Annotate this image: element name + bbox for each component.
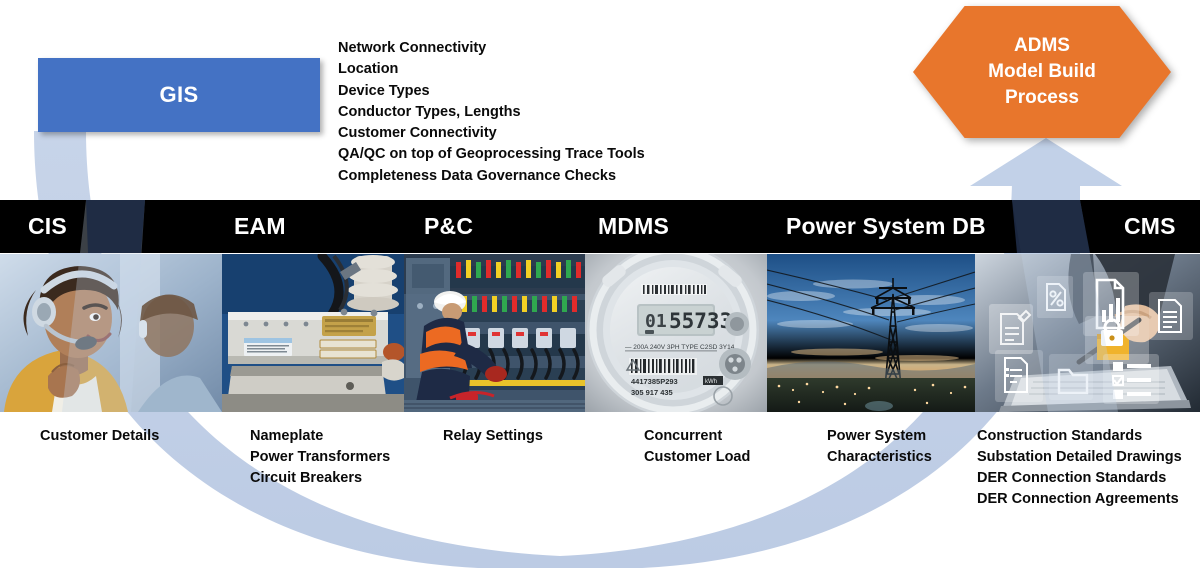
caption-cms: Construction Standards Substation Detail… <box>977 426 1182 510</box>
caption-line: Relay Settings <box>443 428 543 444</box>
gis-attribute-item: Customer Connectivity <box>338 125 497 142</box>
svg-text:01: 01 <box>645 311 667 332</box>
gis-attribute-item: Conductor Types, Lengths <box>338 103 521 120</box>
transformer-nameplate-photo <box>222 254 404 412</box>
meter-reading-value: 55733 <box>669 309 732 333</box>
gis-attribute-item: QA/QC on top of Geoprocessing Trace Tool… <box>338 146 645 163</box>
caption-cis: Customer Details <box>40 426 159 447</box>
gis-attribute-item: Network Connectivity <box>338 40 487 56</box>
caption-line: Power System <box>827 428 927 444</box>
system-header-pc: P&C <box>424 213 474 239</box>
caption-line: Substation Detailed Drawings <box>977 449 1182 465</box>
caption-mdms: Concurrent Customer Load <box>644 426 750 468</box>
hexagon-line-1: ADMS <box>1014 35 1070 56</box>
transmission-tower-dusk-photo <box>767 254 975 412</box>
system-image-powersystemdb <box>767 254 975 412</box>
system-image-mdms: 01 55733 — 200A 240V 3PH TYPE C2SD 3Y14 <box>585 254 767 412</box>
caption-eam: Nameplate Power Transformers Circuit Bre… <box>250 426 390 489</box>
gis-attribute-list: Network Connectivity Location Device Typ… <box>338 38 645 187</box>
caption-line: Construction Standards <box>977 428 1143 444</box>
svg-text:305 917 435: 305 917 435 <box>631 388 673 397</box>
system-header-cis: CIS <box>28 213 67 239</box>
caption-line: Circuit Breakers <box>250 470 363 486</box>
caption-line: DER Connection Standards <box>977 470 1167 486</box>
gis-attribute-item: Device Types <box>338 82 430 99</box>
caption-line: DER Connection Agreements <box>977 491 1179 507</box>
hexagon-shape <box>913 6 1171 138</box>
hexagon-line-3: Process <box>1005 87 1079 108</box>
caption-line: Customer Details <box>40 428 160 444</box>
smart-electric-meter-photo: 01 55733 — 200A 240V 3PH TYPE C2SD 3Y14 <box>585 254 767 412</box>
caption-line: Nameplate <box>250 428 324 444</box>
gis-attribute-item: Completeness Data Governance Checks <box>338 167 617 184</box>
system-header-cms: CMS <box>1124 213 1176 239</box>
hexagon-line-2: Model Build <box>988 61 1096 82</box>
gis-attribute-item: Location <box>338 61 399 78</box>
system-image-eam <box>222 254 404 412</box>
caption-pc: Relay Settings <box>443 426 543 447</box>
svg-text:kWh: kWh <box>705 379 717 385</box>
relay-panel-technician-photo <box>404 254 585 412</box>
caption-line: Customer Load <box>644 449 751 465</box>
system-header-powersystemdb: Power System DB <box>786 213 986 239</box>
caption-powersystemdb: Power System Characteristics <box>827 426 932 468</box>
gis-source-box[interactable]: GIS <box>38 58 320 132</box>
svg-text:4417385P293: 4417385P293 <box>631 377 678 386</box>
gis-label: GIS <box>159 82 199 107</box>
system-header-bar: CIS EAM P&C MDMS Power System DB CMS <box>0 200 1200 253</box>
system-header-mdms: MDMS <box>598 213 670 239</box>
system-image-cms <box>975 254 1200 412</box>
document-management-icons-photo <box>975 254 1200 412</box>
system-image-pc <box>404 254 585 412</box>
system-image-cis <box>0 254 222 412</box>
system-header-eam: EAM <box>234 213 286 239</box>
call-center-agent-photo <box>0 254 222 412</box>
caption-line: Power Transformers <box>250 449 391 465</box>
caption-line: Concurrent <box>644 428 723 444</box>
system-image-strip: 01 55733 — 200A 240V 3PH TYPE C2SD 3Y14 <box>0 254 1200 412</box>
caption-line: Characteristics <box>827 449 932 465</box>
hexagon-text: ADMS Model Build Process <box>913 6 1171 138</box>
adms-target-hexagon[interactable]: ADMS Model Build Process <box>913 6 1171 138</box>
svg-text:— 200A 240V 3PH TYPE C2SD 3: — 200A 240V 3PH TYPE C2SD 3Y14 <box>625 344 735 351</box>
